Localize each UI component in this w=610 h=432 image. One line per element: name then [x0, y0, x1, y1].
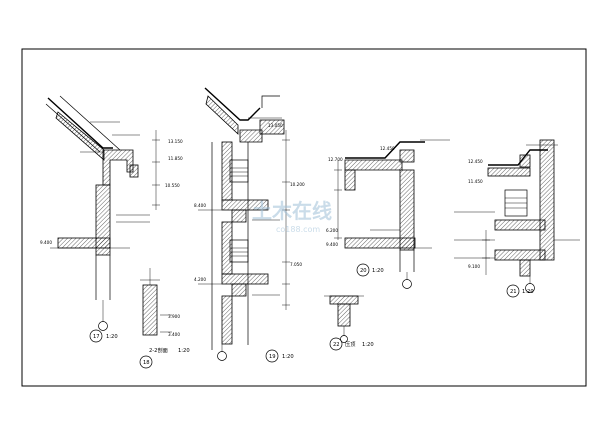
svg-text:压顶: 压顶 [345, 341, 355, 348]
svg-text:12.450: 12.450 [380, 146, 395, 151]
watermark-subtext: co188.com [276, 225, 320, 234]
svg-text:3.400: 3.400 [168, 332, 180, 337]
svg-text:6.200: 6.200 [326, 228, 338, 233]
detail-4-caption: 20 1:20 [356, 263, 384, 277]
sheet-frame [21, 48, 587, 387]
svg-text:9.400: 9.400 [326, 242, 338, 247]
svg-text:13.050: 13.050 [268, 123, 283, 128]
detail-3-wall-section: 13.050 10.200 8.400 7.050 4.200 [194, 87, 305, 361]
level-d1-top: 13.150 [168, 139, 183, 144]
svg-text:2-2剖面: 2-2剖面 [149, 346, 168, 354]
svg-text:8.400: 8.400 [194, 203, 206, 208]
svg-text:9.100: 9.100 [468, 264, 480, 269]
svg-text:3.900: 3.900 [168, 314, 180, 319]
svg-text:4.200: 4.200 [194, 277, 206, 282]
svg-text:17: 17 [93, 334, 100, 340]
level-d1-floor: 9.400 [40, 240, 52, 245]
detail-5-caption: 21 1:20 [506, 284, 534, 298]
detail-2-column-section: 3.900 3.400 [140, 268, 180, 337]
detail-1-eave-section: 13.150 11.850 10.550 9.400 [40, 95, 183, 331]
svg-text:18: 18 [143, 360, 150, 366]
detail-5-railing-section: 12.450 11.450 9.100 [454, 139, 580, 293]
svg-text:11.450: 11.450 [468, 179, 483, 184]
svg-text:10.200: 10.200 [290, 182, 305, 187]
svg-text:1:20: 1:20 [282, 354, 294, 360]
svg-text:7.050: 7.050 [290, 262, 302, 267]
watermark-text: 土木在线 [252, 199, 332, 223]
level-d1-mid1: 11.850 [168, 156, 183, 161]
svg-text:19: 19 [269, 354, 276, 360]
svg-text:1:20: 1:20 [372, 268, 384, 274]
svg-text:12.450: 12.450 [468, 159, 483, 164]
detail-1-caption: 17 1:20 [89, 329, 118, 343]
svg-text:21: 21 [510, 289, 517, 295]
watermark: 土木在线 co188.com [252, 199, 332, 234]
level-d1-mid2: 10.550 [165, 183, 180, 188]
svg-text:12.700: 12.700 [328, 157, 343, 162]
svg-text:22: 22 [333, 342, 340, 348]
detail-6-caption: 22 压顶 1:20 [329, 337, 374, 351]
detail-4-parapet-section: 12.700 12.450 6.200 9.400 [326, 139, 450, 289]
detail-3-caption: 19 1:20 [265, 349, 294, 363]
detail-6-coping [324, 295, 364, 343]
svg-text:1:20: 1:20 [362, 342, 374, 348]
svg-text:20: 20 [360, 268, 367, 274]
svg-text:1:20: 1:20 [106, 334, 118, 340]
svg-text:1:20: 1:20 [522, 289, 534, 295]
detail-2-caption: 18 2-2剖面 1:20 [139, 346, 190, 369]
svg-text:1:20: 1:20 [178, 348, 190, 354]
